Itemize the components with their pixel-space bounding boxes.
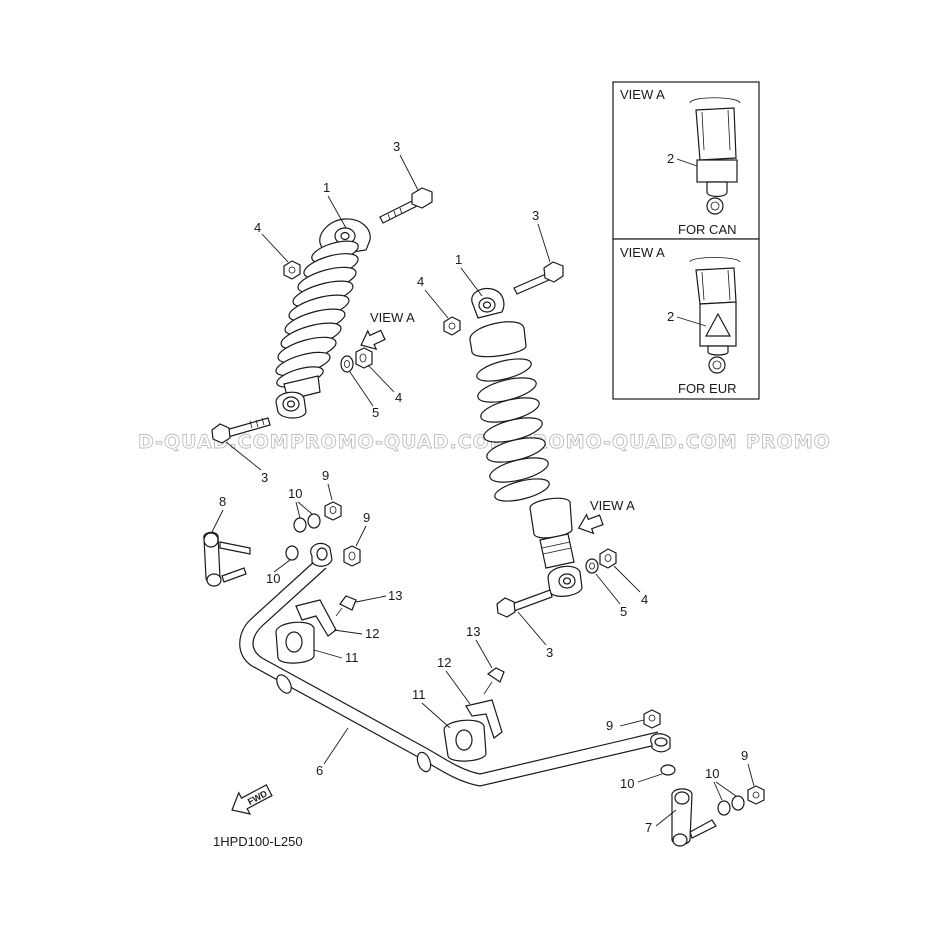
callout-10: 10 (620, 776, 634, 791)
callout-3: 3 (393, 139, 400, 154)
watermark-text: PROMO (746, 431, 831, 453)
stabilizer-callouts: 8 10 9 9 10 13 12 11 6 13 12 11 9 10 10 … (211, 468, 755, 835)
callout-3: 3 (532, 208, 539, 223)
callout-4: 4 (254, 220, 261, 235)
watermark: D-QUAD.COM PROMO-QUAD.COM PROMO-QUAD.COM… (138, 431, 831, 454)
right-shock-spring (476, 358, 550, 502)
view-a-variant: FOR EUR (678, 381, 737, 396)
view-a-arrow-icon (360, 329, 386, 350)
left-lower-nut (343, 545, 361, 567)
view-a-variant: FOR CAN (678, 222, 737, 237)
left-bolt (339, 595, 357, 611)
right-bottom-washer (717, 800, 731, 816)
left-shock-absorber (275, 218, 371, 419)
left-nut (355, 347, 373, 369)
right-bottom-nut (747, 785, 765, 805)
callout-12: 12 (437, 655, 451, 670)
view-a-arrow-label: VIEW A (590, 498, 635, 513)
view-a-box-eur: VIEW A 2 FOR EUR (612, 238, 760, 400)
view-a-title: VIEW A (620, 245, 665, 260)
callout-9: 9 (322, 468, 329, 483)
left-bottom-bolt (211, 417, 271, 444)
left-upper-washer (293, 517, 307, 533)
callout-9: 9 (741, 748, 748, 763)
callout-9: 9 (363, 510, 370, 525)
callout-13: 13 (388, 588, 402, 603)
callout-5: 5 (372, 405, 379, 420)
callout-4: 4 (417, 274, 424, 289)
view-a-arrow-icon (577, 513, 604, 535)
diagram-code: 1HPD100-L250 (213, 834, 303, 849)
right-bottom-bolt (496, 589, 553, 618)
callout-8: 8 (219, 494, 226, 509)
right-washer (585, 558, 599, 574)
right-shock-absorber (469, 287, 583, 597)
right-top-nut-9 (643, 709, 661, 729)
fwd-arrow-icon: FWD (231, 784, 273, 815)
right-shock-callouts: 1 3 4 5 4 3 (417, 208, 648, 660)
view-a-arrow-label: VIEW A (370, 310, 415, 325)
callout-13: 13 (466, 624, 480, 639)
callout-10: 10 (705, 766, 719, 781)
callout-1: 1 (323, 180, 330, 195)
callout-6: 6 (316, 763, 323, 778)
callout-4: 4 (641, 592, 648, 607)
left-link-rod (203, 531, 251, 587)
left-top-bolt (379, 187, 433, 224)
callout-1: 1 (455, 252, 462, 267)
callout-7: 7 (645, 820, 652, 835)
callout-10: 10 (288, 486, 302, 501)
left-upper-nut (324, 501, 342, 521)
watermark-text: D-QUAD.COM (138, 431, 290, 453)
watermark-text: PROMO-QUAD.COM (518, 431, 738, 453)
left-washer (340, 355, 354, 373)
right-bolt (486, 667, 505, 683)
left-shock-callouts: 1 3 4 5 4 3 (225, 139, 419, 485)
right-nut (599, 548, 617, 569)
callout-5: 5 (620, 604, 627, 619)
view-a-callout: 2 (667, 309, 674, 324)
right-mid-washer (660, 764, 676, 776)
right-top-nut (443, 316, 461, 336)
left-top-nut (283, 260, 301, 280)
watermark-text: PROMO-QUAD.COM (290, 431, 510, 453)
stabilizer-bar (239, 542, 671, 787)
callout-11: 11 (345, 650, 359, 665)
right-bracket (465, 699, 503, 739)
view-a-title: VIEW A (620, 87, 665, 102)
callout-10: 10 (266, 571, 280, 586)
callout-9: 9 (606, 718, 613, 733)
view-a-box-can: VIEW A 2 FOR CAN (612, 81, 760, 240)
callout-11: 11 (412, 687, 426, 702)
left-lower-washer (285, 545, 299, 561)
callout-4: 4 (395, 390, 402, 405)
callout-3: 3 (546, 645, 553, 660)
view-a-callout: 2 (667, 151, 674, 166)
callout-3: 3 (261, 470, 268, 485)
left-shock-spring (275, 240, 359, 388)
right-link-rod (671, 788, 717, 847)
left-bracket (295, 599, 337, 637)
callout-12: 12 (365, 626, 379, 641)
right-top-bolt (513, 261, 564, 295)
